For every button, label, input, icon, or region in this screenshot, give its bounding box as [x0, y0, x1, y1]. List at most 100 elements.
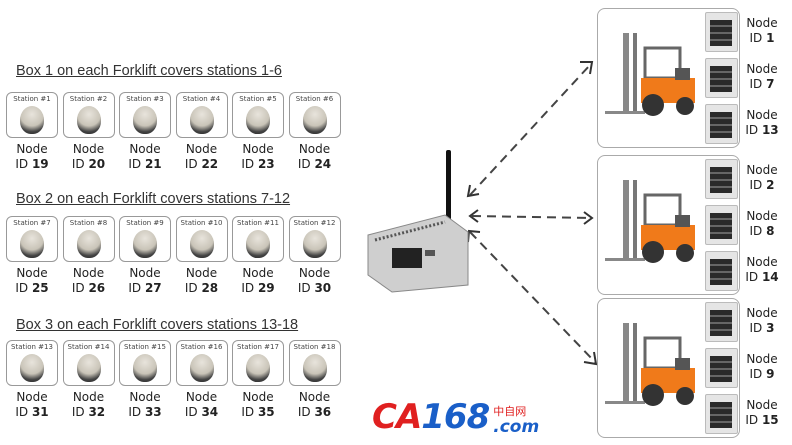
- node-label: Node: [16, 142, 48, 156]
- sensor-node-icon: [133, 354, 157, 382]
- sensor-node-icon: [20, 106, 44, 134]
- sensor-node-icon: [76, 106, 101, 134]
- sensor-node-icon: [302, 354, 327, 382]
- node-id: 24: [314, 157, 332, 171]
- station-label: Station #16: [180, 343, 223, 351]
- id-prefix: ID: [71, 157, 89, 171]
- id-prefix: ID: [749, 31, 767, 45]
- node-label: Node: [129, 390, 161, 404]
- sensor-node-icon: [189, 230, 214, 258]
- id-prefix: ID: [71, 405, 89, 419]
- station-box: Station #5: [232, 92, 284, 138]
- station-box: Station #10: [175, 216, 228, 262]
- wireless-controller: [367, 150, 469, 293]
- node-label: Node: [185, 142, 218, 156]
- watermark-com: .com: [493, 417, 540, 437]
- node-label: Node: [298, 390, 331, 404]
- id-prefix: ID: [241, 405, 258, 419]
- node-label: Node: [746, 255, 778, 269]
- node-label: Node: [242, 390, 274, 404]
- node-id: 21: [144, 157, 162, 171]
- node-label: Node: [185, 266, 218, 280]
- node-id: 33: [144, 405, 162, 419]
- box-title: Box 2 on each Forklift covers stations 7…: [16, 191, 291, 207]
- node-enclosure-icon: [705, 159, 738, 199]
- id-prefix: ID: [128, 405, 145, 419]
- station-label: Station #18: [293, 343, 336, 351]
- id-prefix: ID: [749, 178, 767, 192]
- node-id: 31: [31, 405, 49, 419]
- node-id: 1: [766, 31, 775, 45]
- station-label: Station #13: [11, 343, 53, 351]
- node-label: Node: [72, 142, 105, 156]
- station-label: Station #6: [295, 95, 334, 103]
- node-label: Node: [185, 390, 218, 404]
- node-label: Node: [746, 62, 778, 76]
- link-forklift-3: [469, 231, 596, 363]
- node-label: Node: [129, 142, 161, 156]
- id-prefix: ID: [745, 270, 762, 284]
- forklift-icon: [605, 180, 695, 263]
- node-label: Node: [242, 142, 274, 156]
- id-prefix: ID: [297, 157, 315, 171]
- id-prefix: ID: [297, 405, 315, 419]
- node-id: 19: [31, 157, 49, 171]
- id-prefix: ID: [241, 157, 258, 171]
- node-enclosure-icon: [705, 302, 738, 342]
- station-label: Station #9: [126, 219, 164, 227]
- sensor-node-icon: [20, 354, 44, 382]
- forklift-icon: [605, 323, 695, 406]
- sensor-node-icon: [246, 106, 270, 134]
- sensor-node-icon: [20, 230, 44, 258]
- sensor-node-icon: [189, 106, 214, 134]
- station-label: Station #5: [239, 95, 277, 103]
- node-id: 27: [144, 281, 162, 295]
- sensor-node-icon: [246, 354, 270, 382]
- node-id: 25: [31, 281, 49, 295]
- node-enclosure-icon: [705, 104, 738, 144]
- id-prefix: ID: [15, 405, 32, 419]
- id-prefix: ID: [15, 281, 32, 295]
- node-enclosure-icon: [705, 205, 738, 245]
- station-label: Station #7: [13, 219, 51, 227]
- id-prefix: ID: [184, 157, 202, 171]
- id-prefix: ID: [128, 157, 145, 171]
- forklift-icon: [605, 33, 695, 116]
- station-box: Station #17: [232, 340, 284, 386]
- sensor-node-icon: [302, 106, 327, 134]
- watermark-brand-a: CA: [372, 397, 422, 437]
- node-id: 26: [88, 281, 106, 295]
- watermark-brand-b: 168: [421, 397, 490, 437]
- station-label: Station #1: [13, 95, 51, 103]
- node-id: 29: [257, 281, 275, 295]
- station-label: Station #3: [126, 95, 164, 103]
- station-label: Station #4: [182, 95, 221, 103]
- node-id: 2: [766, 178, 775, 192]
- station-label: Station #12: [293, 219, 336, 227]
- station-box: Station #11: [232, 216, 284, 262]
- node-id: 9: [766, 367, 775, 381]
- watermark-cn: 中自网: [493, 405, 527, 418]
- node-label: Node: [298, 266, 331, 280]
- id-prefix: ID: [749, 367, 767, 381]
- sensor-node-icon: [76, 230, 101, 258]
- station-box: Station #2: [62, 92, 115, 138]
- station-box: Station #18: [288, 340, 341, 386]
- node-enclosure-icon: [705, 12, 738, 52]
- node-label: Node: [16, 266, 48, 280]
